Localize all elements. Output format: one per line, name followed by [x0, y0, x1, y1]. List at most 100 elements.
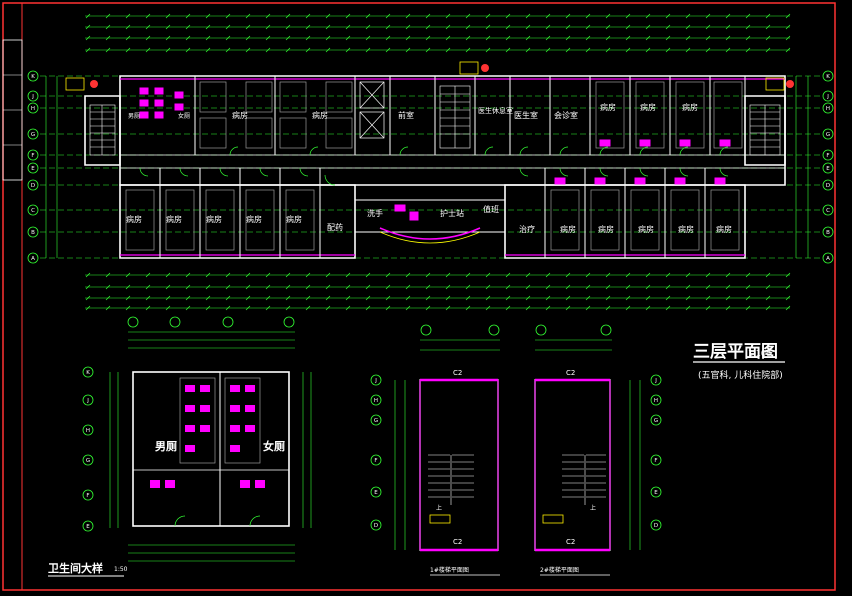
- dimension-tick: [605, 305, 611, 311]
- dimension-tick: [645, 13, 651, 19]
- dimension-tick: [745, 305, 751, 311]
- dimension-tick: [325, 295, 331, 301]
- dimension-tick: [185, 24, 191, 30]
- toilet-detail-plan: K J H G F E 男厕 女厕 卫生间大样 1:50: [48, 316, 312, 577]
- dimension-tick: [165, 24, 171, 30]
- dimension-tick: [405, 295, 411, 301]
- dimension-tick: [685, 272, 691, 278]
- dimension-tick: [605, 35, 611, 41]
- dimension-tick: [385, 284, 391, 290]
- dimension-tick: [165, 272, 171, 278]
- dimension-tick: [525, 284, 531, 290]
- dimension-tick: [185, 295, 191, 301]
- dimension-tick: [185, 272, 191, 278]
- dimension-tick: [385, 272, 391, 278]
- room-label-ward-t5: 病房: [682, 102, 698, 112]
- dimension-tick: [685, 284, 691, 290]
- dimension-tick: [85, 284, 91, 290]
- dimension-tick: [505, 13, 511, 19]
- dimension-tick: [85, 272, 91, 278]
- detail-axis-j: J: [86, 398, 89, 404]
- dimension-tick: [745, 35, 751, 41]
- dimension-tick: [585, 295, 591, 301]
- dimension-tick: [525, 272, 531, 278]
- main-stair-left: [89, 104, 116, 156]
- dimension-tick: [245, 305, 251, 311]
- dimension-tick: [685, 305, 691, 311]
- dimension-tick: [605, 284, 611, 290]
- dimension-tick: [765, 24, 771, 30]
- dimension-tick: [725, 35, 731, 41]
- dimension-tick: [345, 35, 351, 41]
- dimension-tick: [85, 295, 91, 301]
- dimension-tick: [305, 47, 311, 53]
- dimension-tick: [265, 13, 271, 19]
- dimension-tick: [505, 305, 511, 311]
- dimension-tick: [785, 47, 791, 53]
- dimension-tick: [565, 295, 571, 301]
- dimension-tick: [485, 24, 491, 30]
- dimension-tick: [545, 24, 551, 30]
- room-label-dispensary: 配药: [327, 222, 343, 232]
- dimension-tick: [445, 272, 451, 278]
- dimension-tick: [105, 272, 111, 278]
- dimension-tick: [685, 13, 691, 19]
- stair-detail-1: J H G F E D C2 C2 上 1#楼梯平面图: [370, 324, 500, 576]
- dimension-tick: [385, 35, 391, 41]
- dimension-tick: [785, 35, 791, 41]
- dimension-tick: [345, 24, 351, 30]
- dimension-tick: [205, 295, 211, 301]
- dimension-tick: [625, 284, 631, 290]
- dimension-tick: [425, 295, 431, 301]
- dimension-tick: [465, 35, 471, 41]
- room-label-nurse-station: 护士站: [440, 208, 464, 218]
- detail-axis-h: H: [86, 428, 90, 434]
- dimension-tick: [265, 24, 271, 30]
- dimension-tick: [785, 295, 791, 301]
- dimension-tick: [545, 305, 551, 311]
- room-label-anteroom: 前室: [398, 110, 414, 120]
- dimension-tick: [165, 13, 171, 19]
- axis-label-j-left: J: [31, 94, 34, 100]
- plan-title: 三层平面图: [693, 342, 778, 362]
- dimension-tick: [305, 284, 311, 290]
- dimension-tick: [225, 272, 231, 278]
- detail-room-women: 女厕: [263, 439, 285, 453]
- detail-axis-e: E: [86, 524, 90, 530]
- dimension-tick: [565, 47, 571, 53]
- dimension-tick: [525, 24, 531, 30]
- dimension-tick: [545, 47, 551, 53]
- dimension-tick: [145, 295, 151, 301]
- dimension-tick: [385, 295, 391, 301]
- dimension-tick: [505, 47, 511, 53]
- dimension-tick: [605, 47, 611, 53]
- dimension-tick: [425, 24, 431, 30]
- detail-title: 卫生间大样: [48, 561, 103, 575]
- axis-label-k-left: K: [31, 74, 35, 80]
- dimension-tick: [265, 284, 271, 290]
- dimension-tick: [665, 305, 671, 311]
- dimension-tick: [645, 35, 651, 41]
- dimension-tick: [345, 13, 351, 19]
- dimension-tick: [625, 272, 631, 278]
- axis-label-e-right: E: [826, 166, 830, 172]
- dimension-tick: [765, 295, 771, 301]
- main-floor-plan: K J H G F E D C B A K J H G F E D C B A: [27, 13, 834, 311]
- dimension-tick: [365, 24, 371, 30]
- axis-label-k-right: K: [826, 74, 830, 80]
- detail-scale: 1:50: [114, 566, 128, 573]
- dimension-tick: [285, 295, 291, 301]
- stair1-caption: 1#楼梯平面图: [430, 566, 469, 574]
- dimension-tick: [725, 295, 731, 301]
- dimension-tick: [325, 284, 331, 290]
- dimension-tick: [125, 305, 131, 311]
- dimension-tick: [745, 295, 751, 301]
- axis-label-f-left: F: [31, 153, 34, 159]
- dimension-tick: [705, 13, 711, 19]
- top-room-partitions: [194, 76, 746, 155]
- dimension-tick: [245, 24, 251, 30]
- dimension-tick: [565, 284, 571, 290]
- dimension-tick: [645, 295, 651, 301]
- dimension-tick: [85, 24, 91, 30]
